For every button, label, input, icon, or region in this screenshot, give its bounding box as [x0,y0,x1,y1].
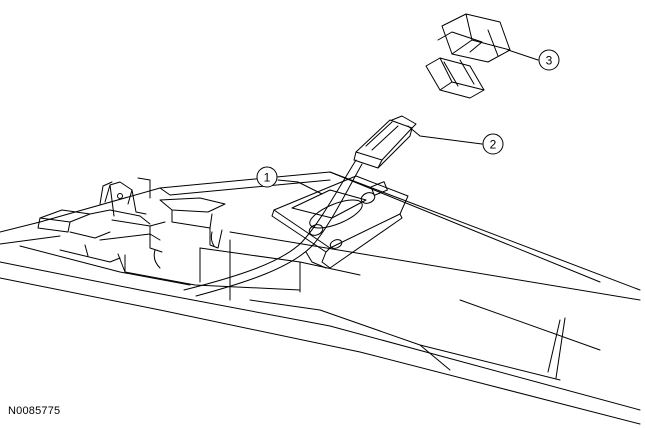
wire-harness [183,159,363,297]
electrical-connector [353,115,417,169]
callout-3: 3 [538,49,560,71]
callout-1: 1 [256,166,278,188]
figure-reference-id: N0085775 [8,405,61,417]
callout-1-label: 1 [264,171,271,185]
hinge-bracket [37,177,226,269]
callout-leaders [277,49,539,195]
callout-2: 2 [482,133,504,155]
bezel-plate [271,175,409,269]
console-panel [0,171,641,425]
callout-3-label: 3 [546,54,553,68]
callout-2-label: 2 [490,138,497,152]
port-module [425,13,511,99]
